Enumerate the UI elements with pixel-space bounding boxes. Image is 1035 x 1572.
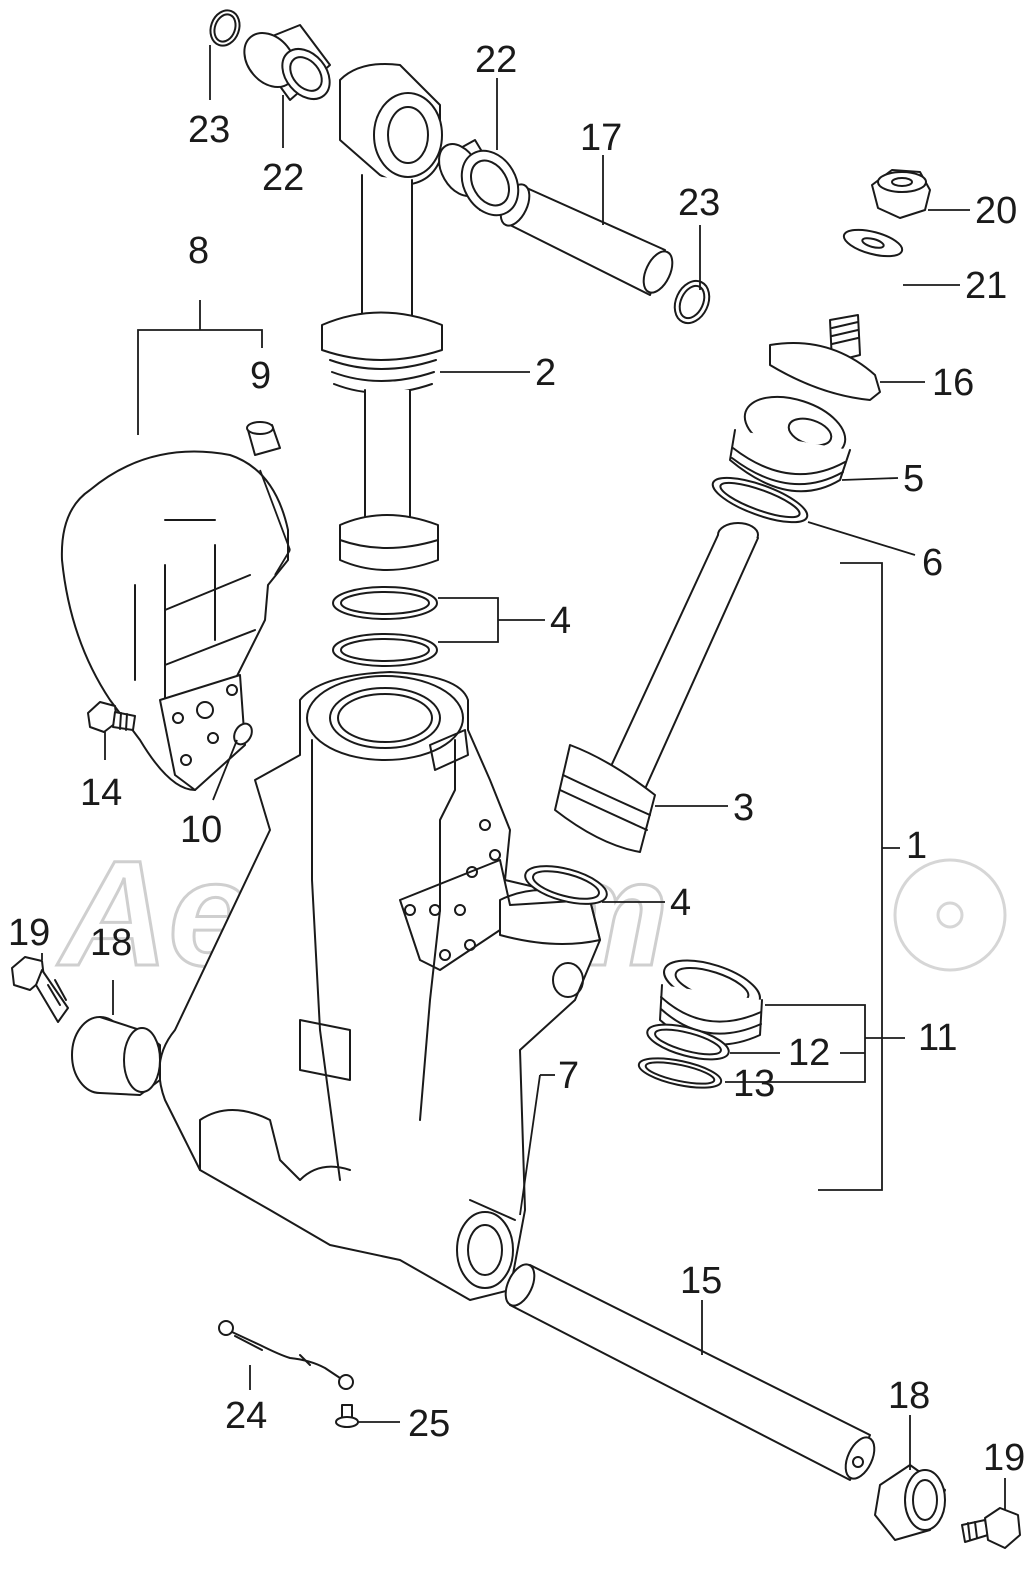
callout-5: 5 xyxy=(903,458,924,500)
part-22-bushing-top xyxy=(243,24,331,101)
part-20-nut xyxy=(871,169,931,219)
part-15-shaft xyxy=(504,1263,876,1481)
callout-22-top: 22 xyxy=(475,39,517,81)
part-4-orings-upper xyxy=(332,586,438,667)
callout-7: 7 xyxy=(558,1055,579,1097)
callout-20: 20 xyxy=(975,190,1017,232)
part-23-circlip-top xyxy=(209,9,241,47)
callout-24: 24 xyxy=(225,1395,267,1437)
callout-23-right: 23 xyxy=(678,182,720,224)
part-23-circlip-right xyxy=(673,279,711,325)
callout-15: 15 xyxy=(680,1260,722,1302)
callout-16: 16 xyxy=(932,362,974,404)
callout-12: 12 xyxy=(788,1032,830,1074)
callout-10: 10 xyxy=(180,809,222,851)
part-19-bolt-left xyxy=(11,956,69,1023)
part-17-pin xyxy=(499,183,674,296)
part-22-bushing-middle xyxy=(438,139,520,217)
callout-1: 1 xyxy=(906,825,927,867)
part-13-oring xyxy=(637,1057,723,1089)
callout-4-lower: 4 xyxy=(670,882,691,924)
callout-18-right: 18 xyxy=(888,1375,930,1417)
callout-17: 17 xyxy=(580,117,622,159)
callout-18-left: 18 xyxy=(90,922,132,964)
part-9-plug xyxy=(246,421,281,456)
part-16-manual-valve xyxy=(769,314,881,401)
part-10-small-oring xyxy=(233,722,253,746)
callout-3: 3 xyxy=(733,787,754,829)
callout-9: 9 xyxy=(250,355,271,397)
part-18-bushing-right xyxy=(874,1464,946,1541)
leader-lines xyxy=(41,45,1006,1510)
callout-4-upper: 4 xyxy=(550,600,571,642)
part-11-seal-kit xyxy=(659,959,763,1046)
callout-19-right: 19 xyxy=(983,1437,1025,1479)
part-24-ground-wire xyxy=(218,1320,354,1390)
callout-21: 21 xyxy=(965,265,1007,307)
callout-labels: 1 2 3 4 4 5 6 7 8 9 10 11 12 13 14 15 16… xyxy=(8,39,1025,1479)
part-19-bolt-right xyxy=(961,1507,1021,1549)
part-6-oring xyxy=(711,476,809,524)
callout-22-left: 22 xyxy=(262,157,304,199)
part-4-oring-lower xyxy=(524,865,608,905)
part-18-bushing-left xyxy=(71,1016,161,1096)
callout-13: 13 xyxy=(733,1063,775,1105)
part-25-screw xyxy=(335,1404,359,1428)
callout-11: 11 xyxy=(918,1017,957,1059)
callout-6: 6 xyxy=(922,542,943,584)
part-12-backup-ring xyxy=(646,1023,730,1061)
callout-25: 25 xyxy=(408,1403,450,1445)
callout-19-left: 19 xyxy=(8,912,50,954)
part-8-cover xyxy=(60,450,289,791)
watermark-wheel-icon xyxy=(893,858,1007,972)
callout-14: 14 xyxy=(80,772,122,814)
part-7-tilt-cylinder-housing xyxy=(158,671,601,1301)
part-5-cylinder-cap xyxy=(729,395,851,493)
part-2-tilt-rod xyxy=(321,63,443,571)
part-3-piston xyxy=(554,522,759,853)
callout-23-left: 23 xyxy=(188,109,230,151)
callout-2: 2 xyxy=(535,352,556,394)
callout-8: 8 xyxy=(188,230,209,272)
part-14-bolt xyxy=(87,701,136,733)
part-21-washer xyxy=(842,228,904,258)
